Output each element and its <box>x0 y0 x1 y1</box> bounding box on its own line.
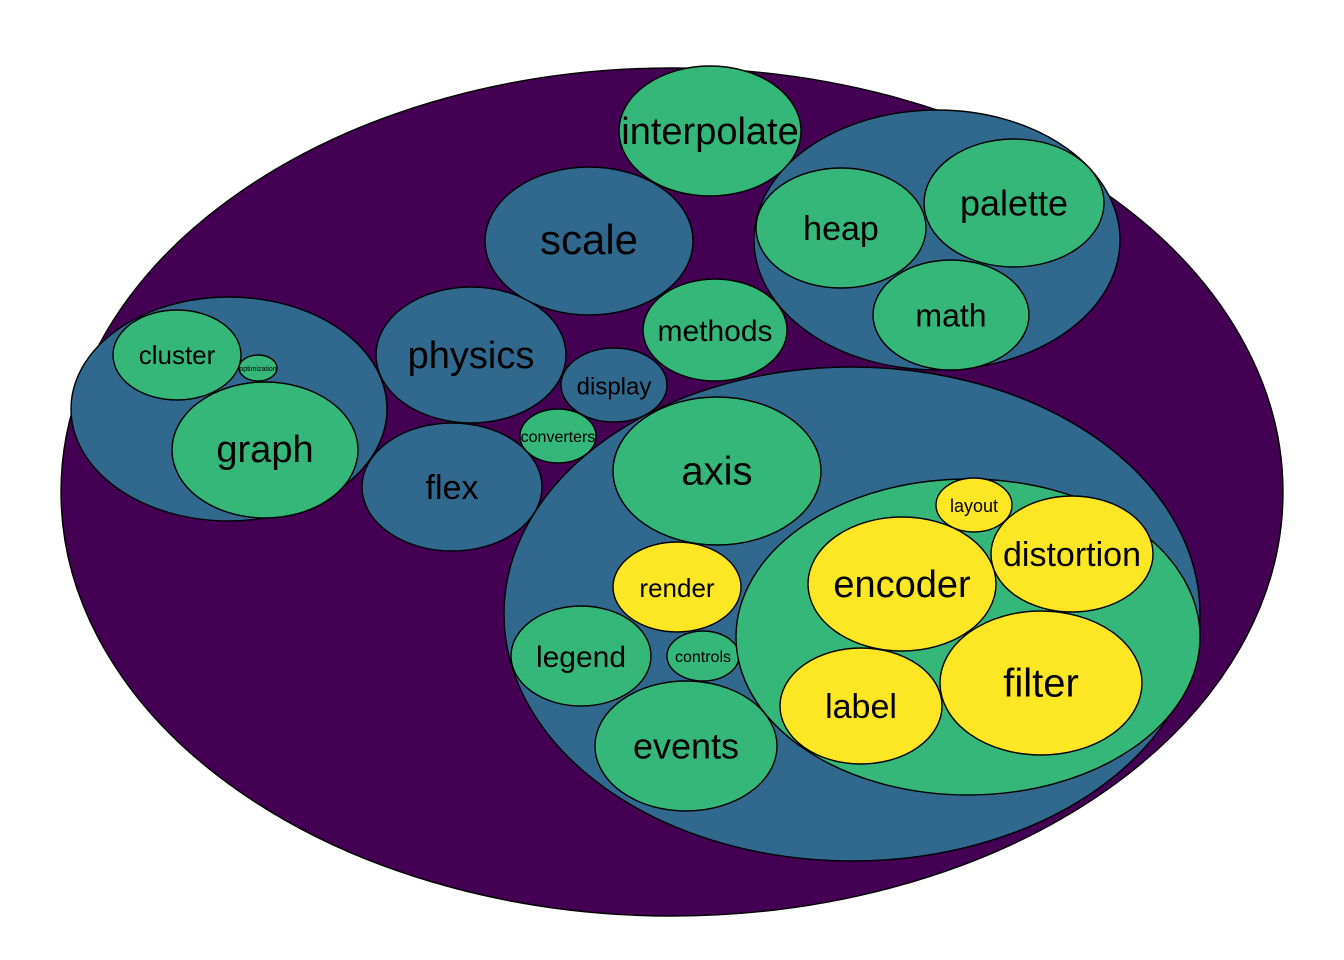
methods-circle <box>642 278 788 382</box>
filter-label: filter <box>1003 662 1079 706</box>
converters-circle <box>519 408 597 464</box>
optimization-label: optimization <box>239 366 276 373</box>
interpolate-circle <box>618 65 802 197</box>
label-label: label <box>825 688 897 726</box>
display-circle <box>560 347 668 423</box>
graph-label: graph <box>216 429 313 471</box>
encoder-label: encoder <box>833 564 971 606</box>
physics-label: physics <box>408 335 535 377</box>
legend-label: legend <box>536 641 626 674</box>
layout-circle <box>935 477 1013 533</box>
distortion-label: distortion <box>1003 536 1141 574</box>
label-circle <box>779 647 943 765</box>
controls-label: controls <box>675 649 731 666</box>
distortion-circle <box>990 495 1154 613</box>
layout-label: layout <box>950 496 998 516</box>
encoder-circle <box>807 516 997 652</box>
legend-circle <box>510 605 652 707</box>
axis-circle <box>612 396 822 546</box>
scale-circle <box>484 166 694 316</box>
render-label: render <box>639 573 714 603</box>
cluster-label: cluster <box>139 340 216 370</box>
math-label: math <box>915 297 986 333</box>
physics-circle <box>375 286 567 424</box>
math-circle <box>872 259 1030 371</box>
optimization-circle <box>238 354 278 382</box>
heap-label: heap <box>803 210 879 248</box>
render-circle <box>612 541 742 633</box>
scale-label: scale <box>540 216 638 263</box>
flex-circle <box>361 422 543 552</box>
events-circle <box>594 680 778 812</box>
heap-circle <box>755 167 927 289</box>
display-label: display <box>577 373 652 400</box>
converters-label: converters <box>521 429 596 446</box>
flex-label: flex <box>426 469 479 507</box>
cluster-circle <box>112 309 242 401</box>
palette-circle <box>923 138 1105 268</box>
methods-label: methods <box>657 315 772 348</box>
graph-circle <box>171 381 359 519</box>
palette-label: palette <box>960 183 1068 224</box>
events-label: events <box>633 726 739 767</box>
filter-circle <box>939 610 1143 756</box>
interpolate-label: interpolate <box>621 111 798 153</box>
axis-label: axis <box>681 450 752 494</box>
